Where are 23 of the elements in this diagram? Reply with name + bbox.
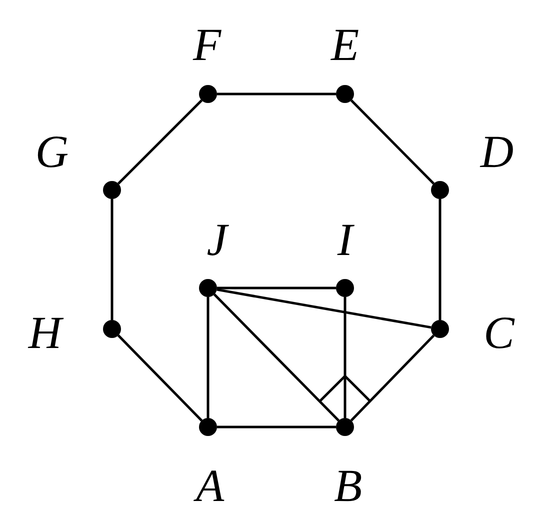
line-segment xyxy=(438,199,442,320)
line-segment xyxy=(350,334,435,422)
line-segment xyxy=(117,99,203,185)
point-label: E xyxy=(330,20,360,70)
point-label: G xyxy=(34,127,70,177)
point-label: H xyxy=(27,308,65,358)
line-segment xyxy=(217,92,336,96)
line-segment xyxy=(213,294,340,422)
line-segment xyxy=(344,297,346,418)
point-label: F xyxy=(192,20,222,70)
point-label: B xyxy=(332,461,364,511)
point-label: D xyxy=(478,127,515,177)
line-segment xyxy=(217,286,336,290)
point-label: I xyxy=(336,215,356,265)
line-segment xyxy=(206,297,210,418)
line-segment xyxy=(350,100,435,184)
line-segment xyxy=(110,199,114,320)
point-label: A xyxy=(192,461,226,511)
line-segment xyxy=(217,426,336,428)
point-label: J xyxy=(206,215,230,265)
point-label: C xyxy=(482,308,516,358)
line-segment xyxy=(117,334,203,422)
line-segment xyxy=(216,288,432,329)
